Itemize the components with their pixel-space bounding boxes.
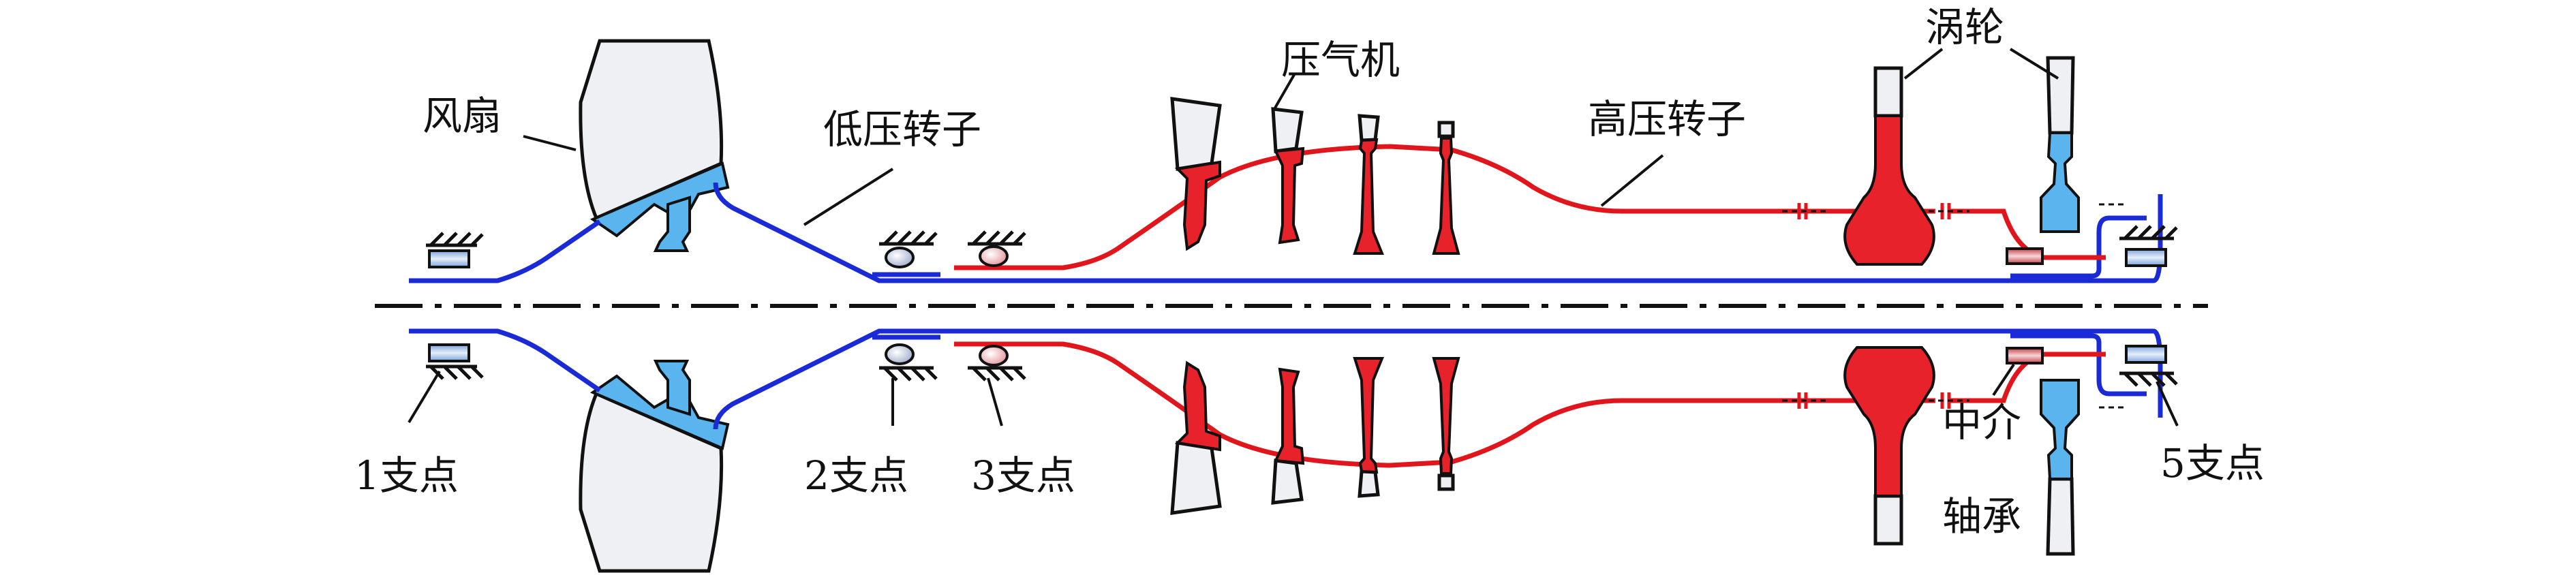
compressor-stage1-top [1170,97,1222,251]
compressor-stage3-bottom [1353,357,1384,498]
support5-label: 5支点 [2160,440,2265,486]
support1-top [426,232,484,268]
support5-bottom [2119,345,2178,387]
lp-rear-race-bottom [2010,333,2147,397]
fan-label: 风扇 [423,93,502,139]
compressor-stage4-bottom [1432,357,1460,491]
fan-blade-bottom [579,360,730,573]
compressor-label: 压气机 [1281,37,1400,83]
intershaft-bearing-label-line2: 轴承 [1942,493,2021,540]
lp-turbine-top [2040,56,2080,233]
lp-rotor-label: 低压转子 [823,106,981,153]
lp-rear-race-top [2010,215,2147,279]
hp-shaft-bottom [954,341,2106,468]
compressor-stage1-bottom [1170,360,1222,515]
fan-blade-top [579,39,730,252]
support2-bottom [879,343,938,382]
support3-label: 3支点 [971,452,1075,499]
hp-shaft-top [954,144,2106,270]
support5-top [2119,225,2178,267]
intershaft-bearing-label-line1: 中介 [1942,399,2021,446]
hp-turbine-bottom [1843,346,1935,546]
support1-label: 1支点 [354,452,459,499]
compressor-stage4-top [1432,121,1460,255]
hp-turbine-top [1843,66,1935,266]
compressor-stage2-top [1271,107,1305,245]
hp-rotor-label: 高压转子 [1588,96,1746,142]
support3-bottom [968,345,1026,382]
support2-label: 2支点 [804,452,908,499]
support2-top [879,230,938,268]
compressor-stage2-bottom [1271,367,1305,505]
compressor-stage3-top [1353,114,1384,255]
flange-dashes [1782,203,2126,409]
leader-lines [408,48,2179,426]
intershaft-bearing-bottom [2006,347,2044,364]
turbine-label: 涡轮 [1925,4,2004,50]
intershaft-bearing-top [2006,247,2044,265]
support3-top [968,230,1026,267]
lp-turbine-bottom [2040,379,2080,556]
support1-bottom [426,343,484,380]
